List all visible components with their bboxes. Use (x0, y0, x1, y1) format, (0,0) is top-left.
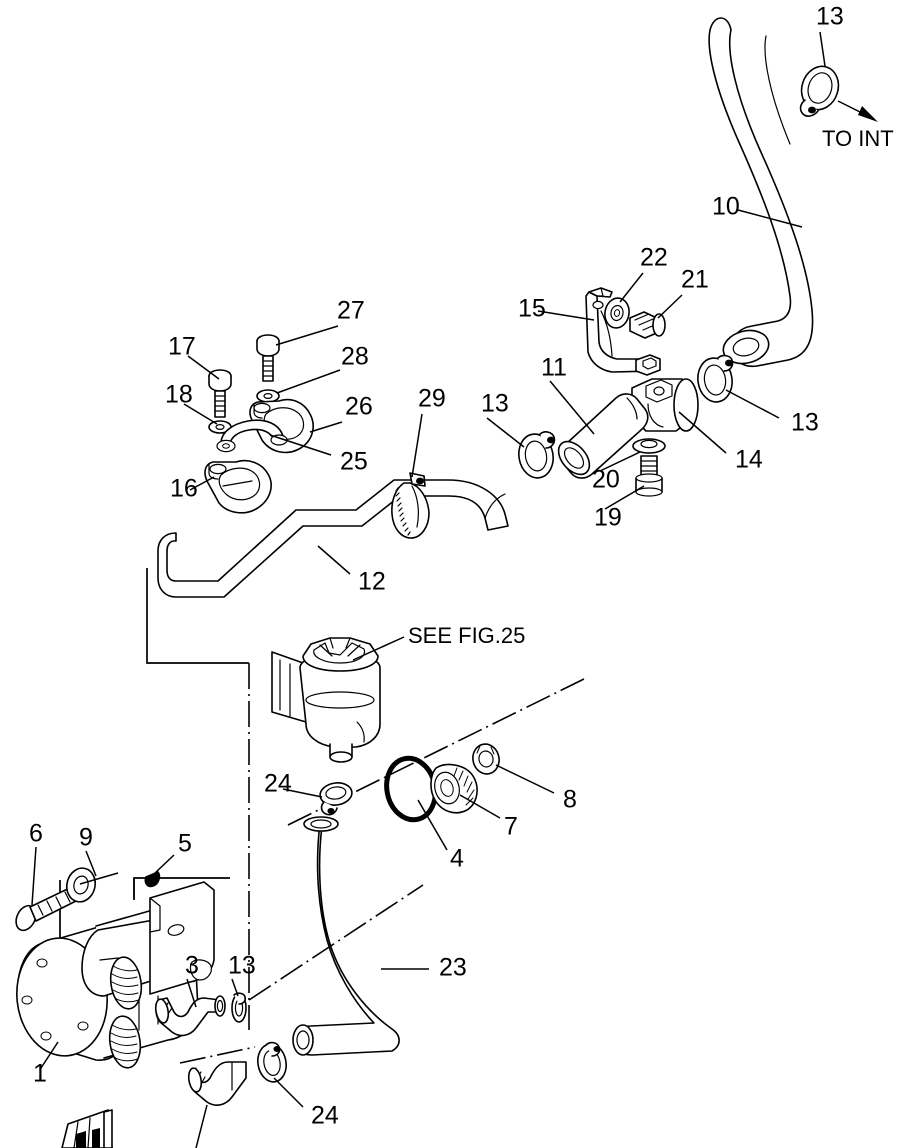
cropped-bottom-fragment (61, 1109, 113, 1148)
callout-13: 13 (816, 3, 844, 31)
callout-25: 25 (340, 448, 368, 476)
part-1-pump-housing (16, 881, 215, 1069)
callout-29: 29 (418, 385, 446, 413)
callout-13: 13 (791, 409, 819, 437)
part-5-pin (144, 871, 161, 888)
callout-26: 26 (345, 393, 373, 421)
callout-12: 12 (358, 568, 386, 596)
callout-7: 7 (504, 813, 518, 841)
callout-10: 10 (712, 193, 740, 221)
part-21-bolt (629, 311, 666, 339)
part-13-hose-clamp-right (697, 354, 734, 403)
part-16-hose-holder (204, 459, 272, 514)
part-13-hose-clamp-top (799, 65, 840, 117)
part-10-hose-upper (708, 17, 814, 368)
part-24-hose-clamp-lower (257, 1041, 287, 1083)
part-20-washer (632, 438, 666, 454)
part-23-hose-lower (292, 816, 400, 1056)
callout-15: 15 (518, 295, 546, 323)
part-17-screw (208, 369, 232, 418)
part-8-washer (472, 743, 500, 775)
part-13-hose-clamp-left (518, 431, 556, 479)
callout-16: 16 (170, 475, 198, 503)
callout-20: 20 (592, 466, 620, 494)
part-25-clamp-band (216, 419, 288, 453)
note-see-fig: SEE FIG.25 (408, 623, 525, 648)
callout-24: 24 (311, 1102, 339, 1130)
callout-23: 23 (439, 954, 467, 982)
callout-1: 1 (33, 1060, 47, 1088)
leader-lines (31, 31, 826, 1148)
part-13-hose-clamp-elbow (231, 992, 247, 1023)
callout-28: 28 (341, 343, 369, 371)
callout-13: 13 (481, 390, 509, 418)
part-9-washer (66, 867, 96, 903)
part-15-stay-bracket (585, 287, 661, 376)
part-19-bolt (635, 455, 663, 497)
callout-4: 4 (450, 845, 464, 873)
callout-19: 19 (594, 504, 622, 532)
callout-6: 6 (29, 820, 43, 848)
callout-13: 13 (228, 952, 256, 980)
to-int-arrow-icon (837, 100, 878, 122)
callout-24: 24 (264, 770, 292, 798)
note-labels: SEE FIG.25 TO INT (408, 126, 894, 648)
part-11-pipe-joint (557, 393, 649, 479)
fuel-filter-assembly (271, 637, 381, 763)
part-29-worm-clamp (391, 472, 430, 539)
part-7-nut (430, 763, 478, 814)
lower-elbow-fitting (187, 1061, 247, 1106)
part-28-washer (256, 389, 280, 403)
callout-9: 9 (79, 824, 93, 852)
part-24-hose-clamp-upper (319, 782, 353, 816)
callout-8: 8 (563, 786, 577, 814)
part-3-elbow-fitting (154, 995, 226, 1037)
callout-14: 14 (735, 446, 763, 474)
callout-21: 21 (681, 266, 709, 294)
part-12-hose-middle (157, 479, 509, 598)
callout-18: 18 (165, 381, 193, 409)
callout-5: 5 (178, 830, 192, 858)
note-to-int: TO INT (822, 126, 894, 151)
callout-27: 27 (337, 297, 365, 325)
callout-22: 22 (640, 244, 668, 272)
part-22-washer (604, 297, 630, 329)
part-27-screw (256, 334, 280, 382)
callout-3: 3 (185, 952, 199, 980)
part-14-clamp-bracket (631, 378, 699, 432)
callout-17: 17 (168, 333, 196, 361)
callout-11: 11 (541, 354, 567, 382)
